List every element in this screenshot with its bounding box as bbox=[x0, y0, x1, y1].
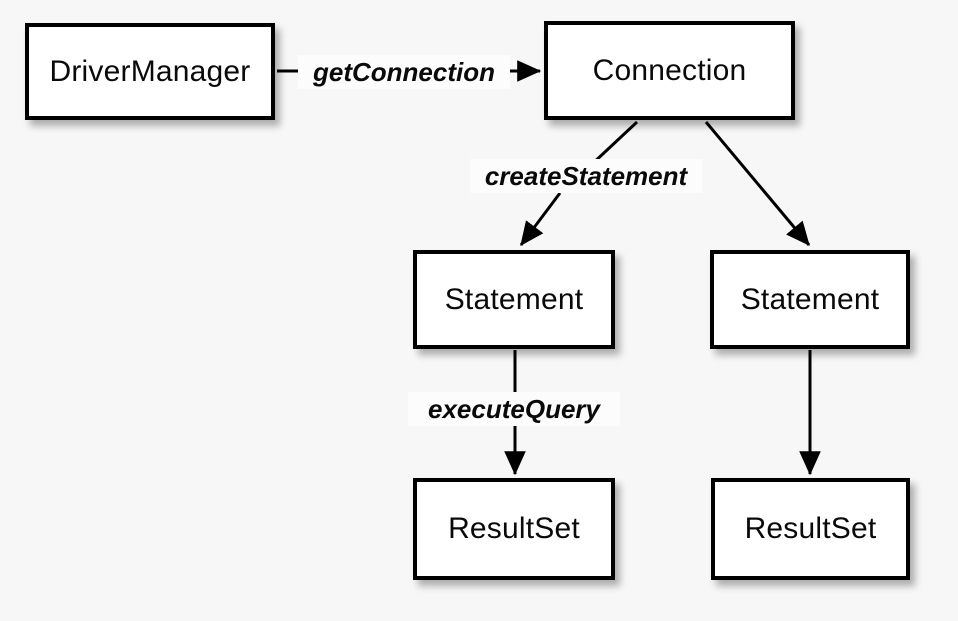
edge-label-create-statement: createStatement bbox=[470, 159, 702, 193]
node-label-driver-manager: DriverManager bbox=[49, 54, 251, 88]
node-label-statement-right: Statement bbox=[740, 282, 880, 316]
node-resultset-left[interactable]: ResultSet bbox=[413, 478, 615, 580]
node-label-connection: Connection bbox=[592, 53, 747, 87]
edge-label-execute-query: executeQuery bbox=[408, 392, 620, 426]
node-statement-right[interactable]: Statement bbox=[710, 250, 910, 349]
node-connection[interactable]: Connection bbox=[544, 21, 795, 120]
edge-label-text-create-statement: createStatement bbox=[484, 161, 688, 191]
node-statement-left[interactable]: Statement bbox=[413, 250, 615, 349]
connector-create-statement-2 bbox=[704, 121, 811, 246]
node-driver-manager[interactable]: DriverManager bbox=[25, 23, 275, 120]
node-label-statement-left: Statement bbox=[444, 282, 584, 316]
connector-create-statement bbox=[519, 120, 639, 246]
edge-label-text-execute-query: executeQuery bbox=[428, 394, 600, 424]
node-resultset-right[interactable]: ResultSet bbox=[711, 478, 910, 580]
edge-label-get-connection: getConnection bbox=[298, 55, 510, 89]
node-label-resultset-right: ResultSet bbox=[744, 512, 877, 545]
edge-label-text-get-connection: getConnection bbox=[313, 57, 495, 87]
node-label-resultset-left: ResultSet bbox=[448, 512, 580, 545]
